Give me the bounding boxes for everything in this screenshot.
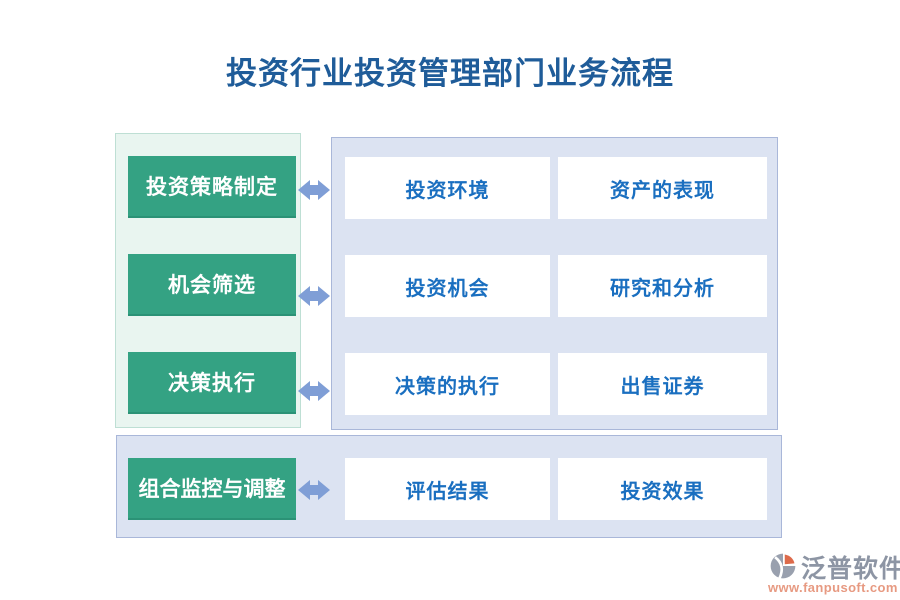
output-node-investment-effect: 投资效果 [558, 458, 767, 520]
stage-node-monitoring: 组合监控与调整 [128, 458, 296, 520]
output-node-environment: 投资环境 [345, 157, 550, 219]
output-node-decision-exec: 决策的执行 [345, 353, 550, 415]
double-arrow-icon [298, 284, 330, 308]
double-arrow-icon [298, 178, 330, 202]
stage-node-execution: 决策执行 [128, 352, 296, 414]
brand-name: 泛普软件 [801, 556, 900, 583]
double-arrow-icon [298, 379, 330, 403]
fanpu-swirl-logo-icon [768, 551, 798, 586]
output-node-opportunity: 投资机会 [345, 255, 550, 317]
brand-logo: 泛普软件 www.fanpusoft.com [768, 549, 900, 597]
output-node-evaluation: 评估结果 [345, 458, 550, 520]
double-arrow-icon [298, 478, 330, 502]
stage-node-strategy: 投资策略制定 [128, 156, 296, 218]
output-node-sell-securities: 出售证券 [558, 353, 767, 415]
output-node-research: 研究和分析 [558, 255, 767, 317]
output-node-asset-performance: 资产的表现 [558, 157, 767, 219]
stage-node-screening: 机会筛选 [128, 254, 296, 316]
page-title: 投资行业投资管理部门业务流程 [226, 56, 674, 91]
brand-url: www.fanpusoft.com [768, 580, 898, 595]
